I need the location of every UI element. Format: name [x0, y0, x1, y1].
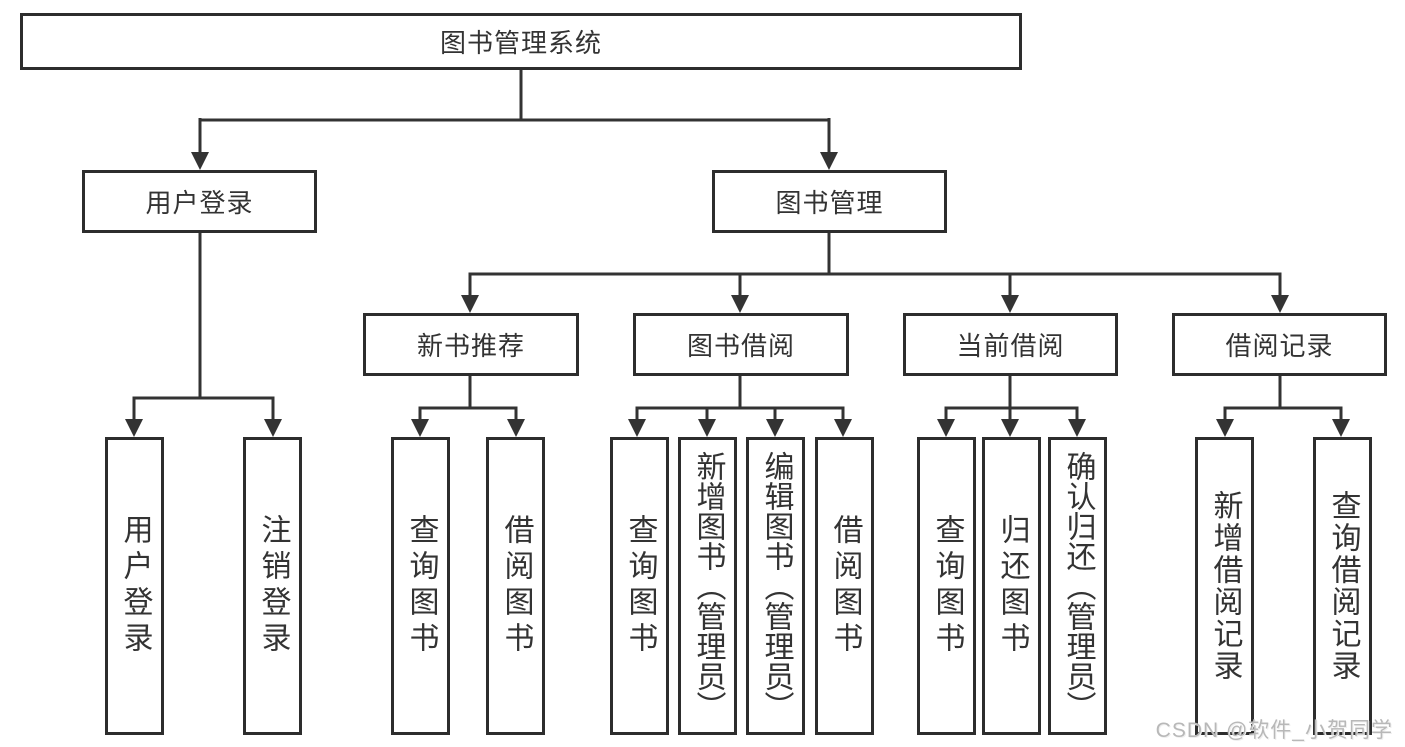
node-book-borrow-label: 图书借阅 [686, 331, 795, 361]
leaf-return-books: 归还图书 [982, 437, 1041, 735]
connector-bookborrow-to-leaves [635, 374, 845, 421]
arrowhead [125, 419, 143, 437]
leaf-borrow-books-borrow: 借阅图书 [815, 437, 874, 735]
arrowhead [411, 419, 429, 437]
leaf-return-books-label: 归还图书 [995, 514, 1029, 658]
connector-newbook-to-leaves [418, 374, 518, 421]
leaf-logout-login-label: 注销登录 [256, 514, 290, 658]
node-current-borrow: 当前借阅 [903, 313, 1118, 376]
connector-currentborrow-to-leaves [944, 374, 1079, 421]
node-root: 图书管理系统 [20, 13, 1022, 70]
leaf-borrow-books-recommend: 借阅图书 [486, 437, 545, 735]
node-user-login: 用户登录 [82, 170, 317, 233]
node-book-borrow: 图书借阅 [633, 313, 849, 376]
csdn-watermark: CSDN @软件_小贺同学 [1155, 719, 1393, 742]
leaf-borrow-books-borrow-label: 借阅图书 [828, 514, 862, 658]
arrowhead [507, 419, 525, 437]
leaf-add-borrow-record-label: 新增借阅记录 [1208, 490, 1242, 682]
leaf-add-borrow-record: 新增借阅记录 [1195, 437, 1254, 735]
connector-root-to-level2 [198, 68, 831, 154]
connector-bookmgmt-to-level3 [468, 231, 1282, 297]
arrowhead [1271, 295, 1289, 313]
leaf-edit-books-admin: 编辑图书（管理员） [746, 437, 805, 735]
leaf-user-login-label: 用户登录 [118, 514, 152, 658]
arrowhead [628, 419, 646, 437]
node-book-management: 图书管理 [712, 170, 947, 233]
arrowhead [834, 419, 852, 437]
leaf-confirm-return-admin: 确认归还（管理员） [1048, 437, 1107, 735]
arrowhead [191, 152, 209, 170]
arrowhead [731, 295, 749, 313]
node-borrow-records-label: 借阅记录 [1225, 331, 1334, 361]
arrowhead [1001, 419, 1019, 437]
leaf-query-books-current: 查询图书 [917, 437, 976, 735]
leaf-user-login: 用户登录 [105, 437, 164, 735]
arrowhead [1001, 295, 1019, 313]
arrowhead [937, 419, 955, 437]
leaf-query-books-borrow: 查询图书 [610, 437, 669, 735]
leaf-query-books-borrow-label: 查询图书 [623, 514, 657, 658]
node-borrow-records: 借阅记录 [1172, 313, 1387, 376]
arrowhead [1332, 419, 1350, 437]
node-root-label: 图书管理系统 [439, 28, 602, 58]
arrowhead [264, 419, 282, 437]
arrowhead [1068, 419, 1086, 437]
leaf-logout-login: 注销登录 [243, 437, 302, 735]
leaf-query-books-current-label: 查询图书 [930, 514, 964, 658]
node-book-management-label: 图书管理 [775, 188, 884, 218]
node-new-book-recommend-label: 新书推荐 [416, 331, 525, 361]
leaf-confirm-return-admin-label: 确认归还（管理员） [1061, 451, 1095, 721]
arrowhead [820, 152, 838, 170]
leaf-query-borrow-record: 查询借阅记录 [1313, 437, 1372, 735]
leaf-edit-books-admin-label: 编辑图书（管理员） [759, 451, 793, 721]
arrowhead [1216, 419, 1234, 437]
leaf-add-books-admin-label: 新增图书（管理员） [691, 451, 725, 721]
leaf-borrow-books-recommend-label: 借阅图书 [499, 514, 533, 658]
leaf-query-books-recommend: 查询图书 [391, 437, 450, 735]
node-current-borrow-label: 当前借阅 [956, 331, 1065, 361]
arrowhead [698, 419, 716, 437]
leaf-add-books-admin: 新增图书（管理员） [678, 437, 737, 735]
node-user-login-label: 用户登录 [145, 188, 254, 218]
leaf-query-books-recommend-label: 查询图书 [404, 514, 438, 658]
connector-userlogin-to-leaves [132, 231, 275, 421]
arrowhead [461, 295, 479, 313]
leaf-query-borrow-record-label: 查询借阅记录 [1326, 490, 1360, 682]
node-new-book-recommend: 新书推荐 [363, 313, 579, 376]
connector-records-to-leaves [1223, 374, 1343, 421]
arrowhead [766, 419, 784, 437]
